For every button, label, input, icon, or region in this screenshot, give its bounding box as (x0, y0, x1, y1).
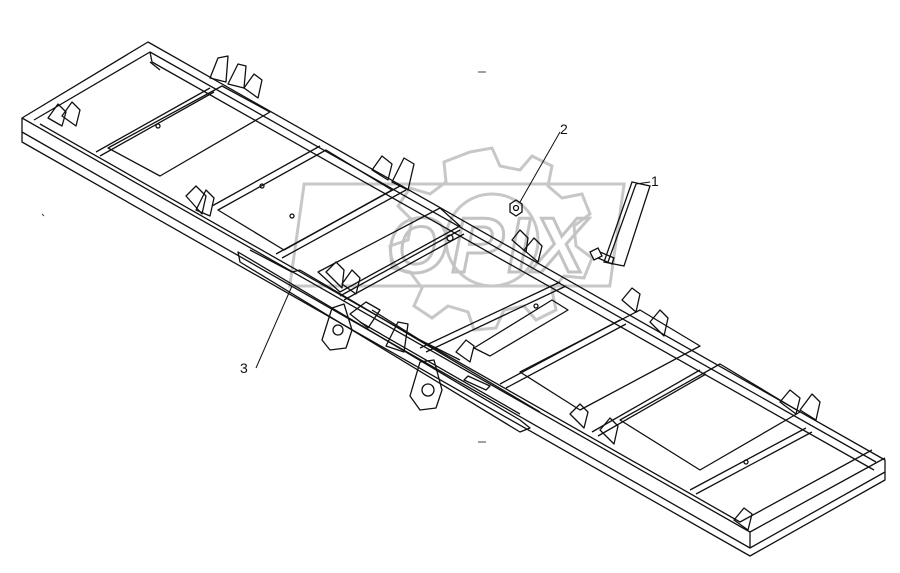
leader-2 (519, 131, 561, 203)
leader-1 (635, 181, 651, 185)
part-2-nut (509, 199, 523, 217)
frame-assembly (21, 41, 886, 557)
opix-watermark: OPIX (288, 146, 626, 332)
part-1-bar (603, 181, 651, 267)
bolt (589, 247, 615, 265)
hitch-plates (321, 301, 443, 411)
callout-2: 2 (560, 121, 568, 137)
callout-1: 1 (651, 173, 659, 189)
frame-outer-top-rail (21, 41, 886, 549)
center-beam (237, 251, 531, 433)
leader-3 (255, 285, 293, 369)
callout-3: 3 (240, 360, 248, 376)
watermark-text: OPIX (387, 201, 589, 289)
brackets (47, 55, 821, 531)
cross-members (95, 85, 813, 495)
leader-lines (255, 131, 651, 369)
